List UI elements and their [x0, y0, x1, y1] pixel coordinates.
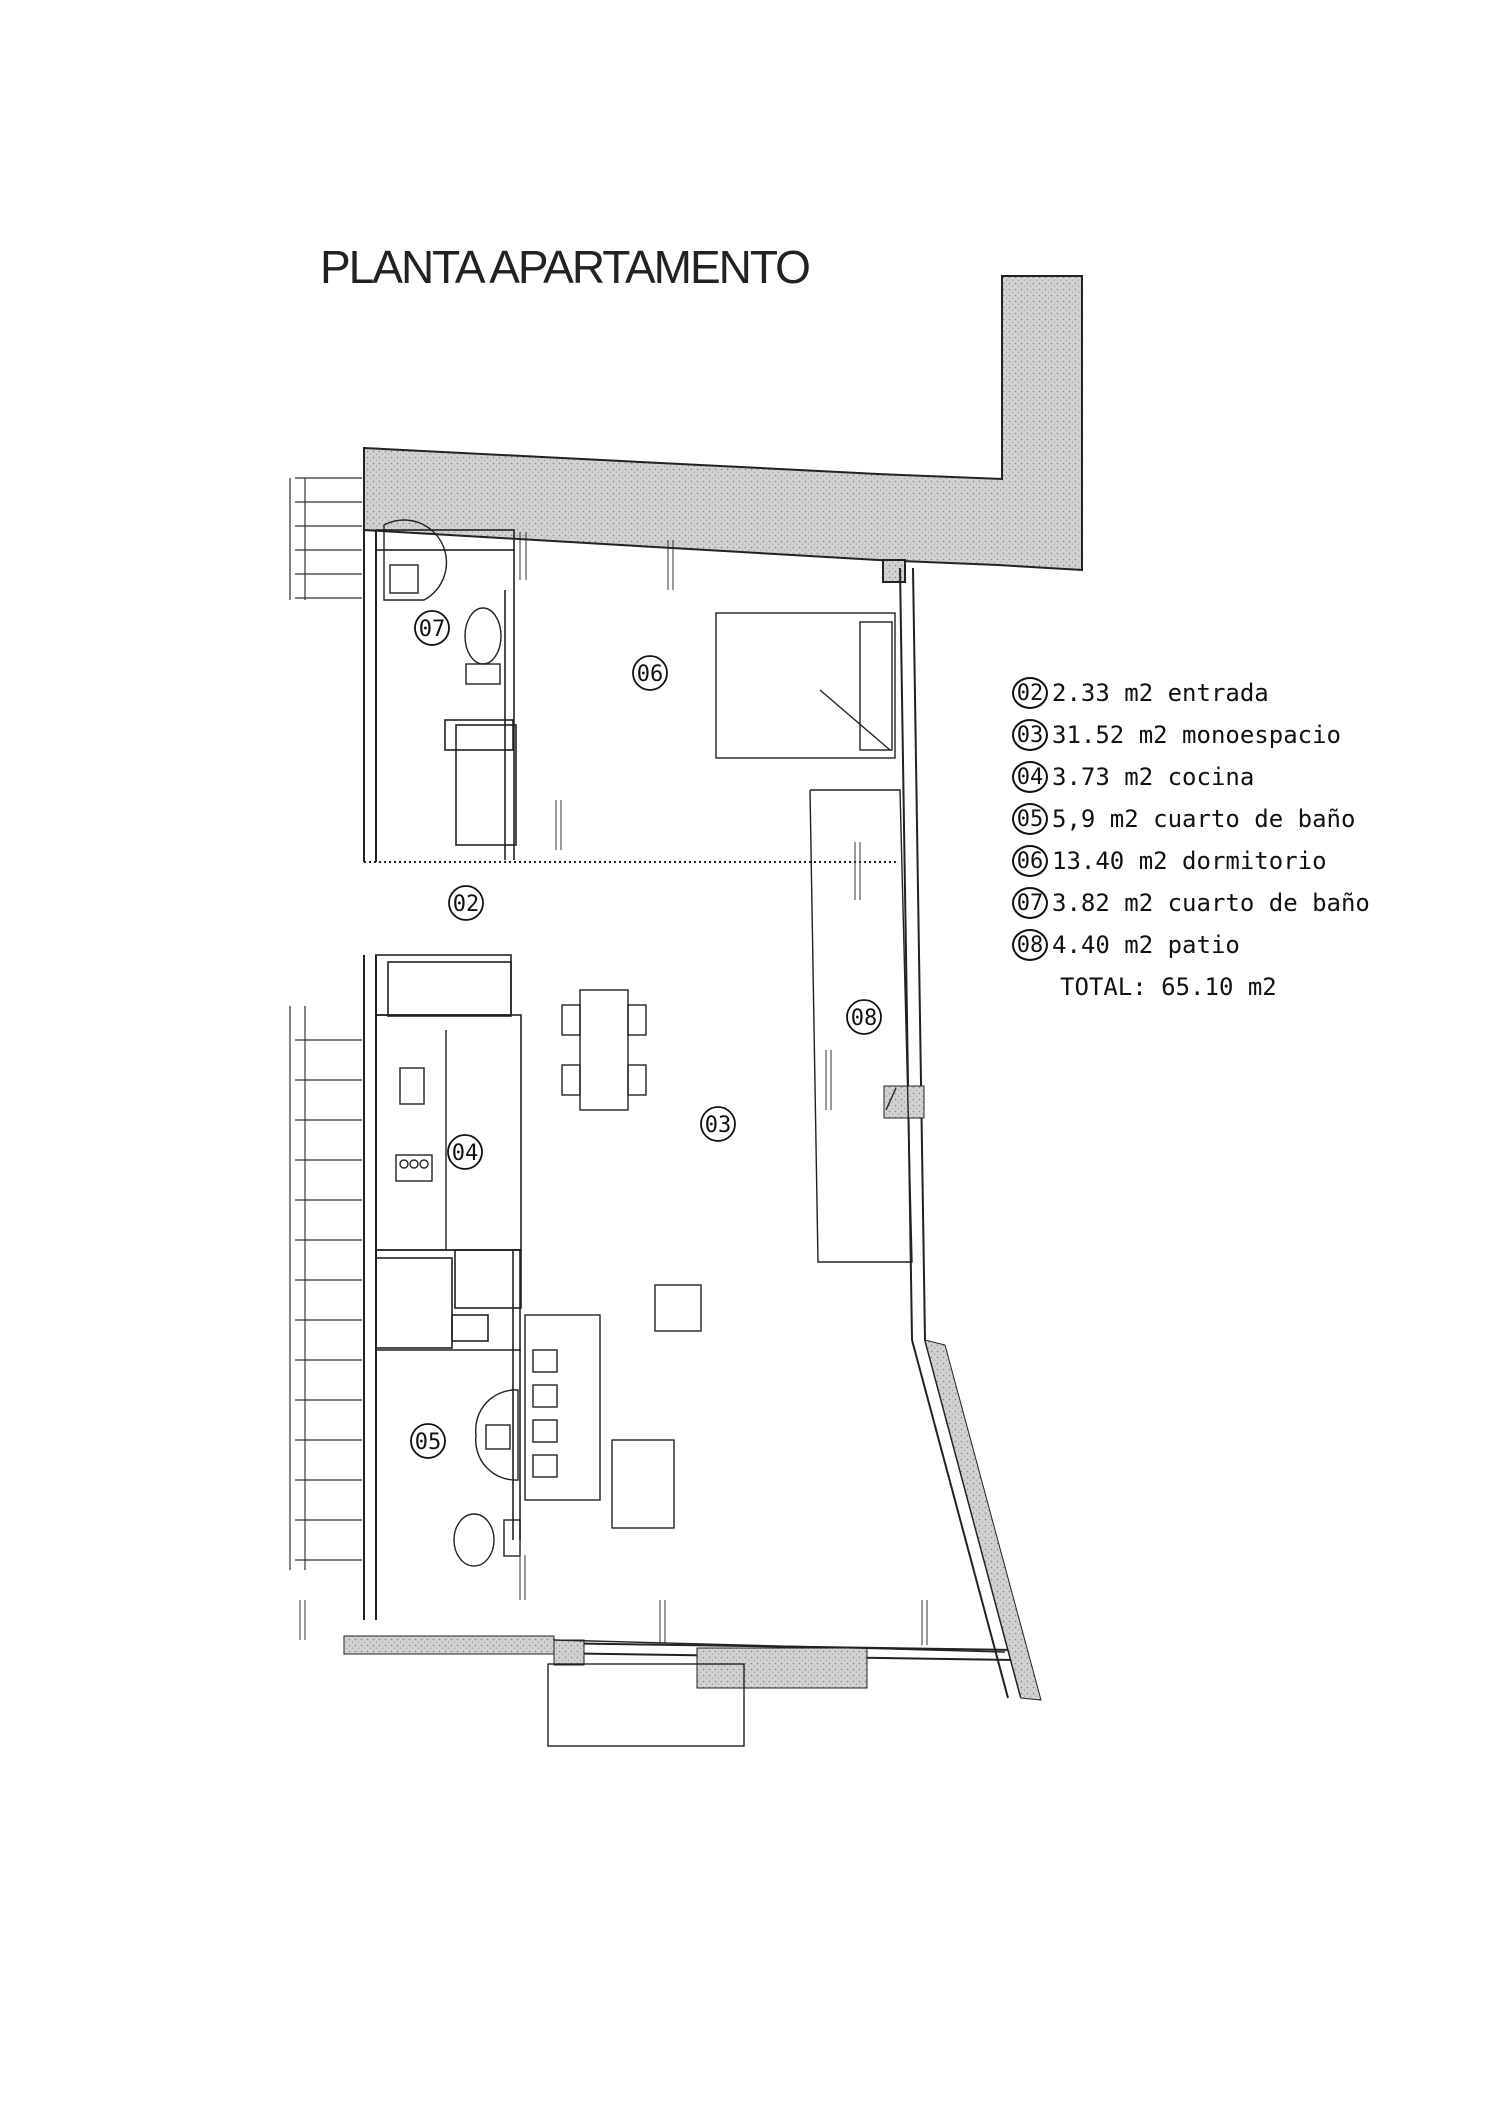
svg-text:04: 04: [452, 1141, 479, 1166]
legend-room-number: 05: [1012, 803, 1048, 835]
legend-row: 07 3.82 m2 cuarto de baño: [1012, 882, 1370, 924]
exterior-walls: [363, 275, 1083, 583]
north-wall: [363, 275, 1083, 572]
east-wall-hatch: [343, 1085, 1042, 1701]
svg-text:02: 02: [453, 892, 480, 917]
room-tag-03: 03: [700, 1106, 736, 1142]
room-tag-06: 06: [632, 655, 668, 691]
bathroom-07-fixtures: [383, 519, 502, 685]
legend-row: 06 13.40 m2 dormitorio: [1012, 840, 1370, 882]
room-tag-05: 05: [410, 1423, 446, 1459]
legend-room-number: 06: [1012, 845, 1048, 877]
room-tag-02: 02: [448, 885, 484, 921]
legend-room-number: 07: [1012, 887, 1048, 919]
annotation-strokes: [299, 532, 928, 1645]
legend-text: 31.52 m2 monoespacio: [1052, 721, 1341, 749]
area-legend: 02 2.33 m2 entrada 03 31.52 m2 monoespac…: [1012, 672, 1370, 1008]
legend-row: 08 4.40 m2 patio: [1012, 924, 1370, 966]
bathroom-05-fixtures: [453, 1389, 521, 1567]
room-tag-07: 07: [414, 610, 450, 646]
legend-row: 04 3.73 m2 cocina: [1012, 756, 1370, 798]
svg-text:08: 08: [851, 1006, 878, 1031]
legend-text: 4.40 m2 patio: [1052, 931, 1240, 959]
legend-room-number: 04: [1012, 761, 1048, 793]
legend-text: 2.33 m2 entrada: [1052, 679, 1269, 707]
legend-text: 13.40 m2 dormitorio: [1052, 847, 1327, 875]
legend-room-number: 08: [1012, 929, 1048, 961]
svg-text:03: 03: [705, 1113, 732, 1138]
balcony: [547, 1639, 1006, 1747]
dining-set: [561, 989, 647, 1111]
legend-row: 03 31.52 m2 monoespacio: [1012, 714, 1370, 756]
total-value: 65.10 m2: [1161, 973, 1277, 1001]
room-tag-08: 08: [846, 999, 882, 1035]
svg-text:07: 07: [419, 617, 446, 642]
legend-row: 02 2.33 m2 entrada: [1012, 672, 1370, 714]
room-tags: 07 06 02 08 03 04 05: [410, 610, 882, 1459]
svg-text:06: 06: [637, 662, 664, 687]
legend-row: 05 5,9 m2 cuarto de baño: [1012, 798, 1370, 840]
legend-room-number: 03: [1012, 719, 1048, 751]
plan-title: PLANTA APARTAMENTO: [320, 241, 811, 293]
wall-pier-east: [882, 559, 906, 583]
legend-text: 3.73 m2 cocina: [1052, 763, 1255, 791]
patio-outline: [809, 789, 913, 1263]
kitchen-counter: [395, 1030, 447, 1250]
room-tag-04: 04: [447, 1134, 483, 1170]
total-label: TOTAL:: [1060, 973, 1147, 1001]
left-exterior-lines: [289, 477, 362, 1570]
legend-room-number: 02: [1012, 677, 1048, 709]
bed: [715, 612, 896, 759]
svg-text:05: 05: [415, 1430, 442, 1455]
living-furniture: [524, 1284, 702, 1529]
legend-text: 5,9 m2 cuarto de baño: [1052, 805, 1356, 833]
legend-total: TOTAL: 65.10 m2: [1012, 966, 1370, 1008]
legend-text: 3.82 m2 cuarto de baño: [1052, 889, 1370, 917]
interior-walls: [375, 529, 522, 1540]
